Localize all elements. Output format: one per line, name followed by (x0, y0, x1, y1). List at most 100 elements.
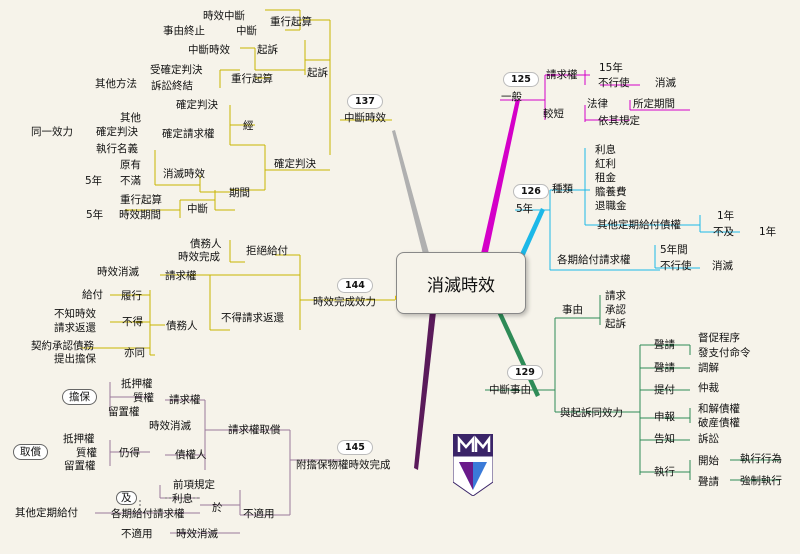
bubble-security: 擔保 (62, 389, 97, 405)
node-lr-20: 執行 (654, 466, 675, 478)
node-l-5: 請求權 (165, 270, 197, 282)
bubble-and: 及 (116, 491, 137, 505)
node-ll-10: 質權 (76, 447, 97, 459)
node-tl-21: 消滅時效 (163, 168, 205, 180)
node-ll-11: 仍得 (119, 447, 140, 459)
node-tl-5: 中斷時效 (188, 44, 230, 56)
bubble-obtain-repayment: 取償 (13, 444, 48, 460)
node-tr-3: 不行使 (598, 77, 630, 89)
node-ll-20: 不適用 (243, 508, 275, 520)
node-lr-4: 起訴 (605, 318, 626, 330)
logo-icon (453, 434, 493, 496)
node-lr-11: 仲裁 (698, 382, 719, 394)
node-ll-13: 留置權 (64, 460, 96, 472)
node-l-12: 請求返還 (54, 322, 96, 334)
node-interruption-2: 中斷事由 (489, 384, 531, 396)
node-lr-2: 事由 (562, 304, 583, 316)
node-tl-19: 確定判決 (274, 158, 316, 170)
node-lr-22: 強制執行 (740, 475, 782, 487)
node-collateral: 附擔保物權時效完成 (296, 459, 391, 471)
node-5years: 5年 (516, 203, 534, 215)
node-lr-18: 開始 (698, 455, 719, 467)
node-tl-16: 確定判決 (96, 126, 138, 138)
node-l-4: 時效消滅 (97, 266, 139, 278)
node-l-3: 時效完成 (178, 251, 220, 263)
badge-144: 144 (337, 278, 373, 293)
node-lr-17: 訴訟 (698, 433, 719, 445)
node-r-11: 5年間 (660, 244, 688, 256)
node-l-9: 不知時效 (54, 308, 96, 320)
node-ll-14: 前項規定 (173, 479, 215, 491)
node-tl-13: 其他 (120, 112, 141, 124)
node-tl-6: 起訴 (257, 44, 278, 56)
node-tr-7: 較短 (543, 108, 564, 120)
node-ll-22: 時效消滅 (176, 528, 218, 540)
node-interruption-1: 中斷時效 (344, 112, 386, 124)
node-ll-1: 抵押權 (121, 378, 153, 390)
node-l-10: 不得 (122, 316, 143, 328)
node-l-11: 債務人 (166, 320, 198, 332)
node-lr-14: 申報 (654, 411, 675, 423)
node-r-4: 租金 (595, 172, 616, 184)
node-l-1: 債務人 (190, 238, 222, 250)
branch-top-right (480, 99, 520, 262)
node-lr-19: 執行行為 (740, 453, 782, 465)
node-ll-19: 各期給付請求權 (111, 508, 185, 520)
node-tl-12: 確定判決 (176, 99, 218, 111)
node-lr-21: 聲請 (698, 476, 719, 488)
node-r-12: 各期給付請求權 (557, 254, 631, 266)
node-lr-15: 破産債權 (698, 417, 740, 429)
node-ll-4: 請求權 (169, 394, 201, 406)
node-r-9: 不及 (713, 226, 734, 238)
node-r-10: 1年 (759, 226, 777, 238)
node-ll-6: 請求權取償 (228, 424, 281, 436)
node-tl-28: 時效期間 (119, 209, 161, 221)
node-lr-6: 聲請 (654, 339, 675, 351)
node-tl-1: 時效中斷 (203, 10, 245, 22)
branch-lower-left (414, 310, 436, 470)
node-lr-9: 調解 (698, 362, 719, 374)
node-tl-18: 執行名義 (96, 143, 138, 155)
node-tl-14: 經 (243, 120, 254, 132)
branch-top-left (392, 130, 432, 266)
badge-125: 125 (503, 72, 539, 87)
node-l-6: 給付 (82, 289, 103, 301)
node-ll-8: 抵押權 (63, 433, 95, 445)
node-general: 一般 (501, 91, 522, 103)
node-lr-8: 聲請 (654, 362, 675, 374)
node-tr-8: 依其規定 (598, 115, 640, 127)
node-r-1: 種類 (552, 183, 573, 195)
node-lr-12: 與起訴同效力 (560, 407, 623, 419)
node-r-13: 不行使 (660, 260, 692, 272)
node-tl-26: 中斷 (187, 203, 208, 215)
central-topic: 消滅時效 (396, 252, 526, 314)
node-tl-23: 不滿 (120, 175, 141, 187)
node-lr-3: 承認 (605, 304, 626, 316)
node-tl-22: 5年 (85, 175, 103, 187)
node-r-6: 退職金 (595, 200, 627, 212)
node-r-14: 消滅 (712, 260, 733, 272)
node-tl-11: 訴訟終結 (151, 80, 193, 92)
node-tl-25: 重行起算 (120, 194, 162, 206)
node-r-5: 贍養費 (595, 186, 627, 198)
node-tl-8: 受確定判決 (150, 64, 203, 76)
badge-145: 145 (337, 440, 373, 455)
node-tl-17: 確定請求權 (162, 128, 215, 140)
node-tr-5: 法律 (587, 98, 608, 110)
node-ll-12: 債權人 (175, 449, 207, 461)
node-tl-27: 5年 (86, 209, 104, 221)
node-ll-17: 於 (212, 502, 223, 514)
node-lr-16: 告知 (654, 433, 675, 445)
node-ll-7: 時效消滅 (149, 420, 191, 432)
node-l-8: 不得請求返還 (221, 312, 284, 324)
node-tl-2: 重行起算 (270, 16, 312, 28)
node-lr-10: 提付 (654, 384, 675, 396)
node-l-15: 提出擔保 (54, 353, 96, 365)
node-ll-16: 利息 (172, 493, 193, 505)
node-l-2: 拒絕給付 (246, 245, 288, 257)
node-tl-7: 起訴 (307, 67, 328, 79)
node-lr-7: 發支付命令 (698, 347, 751, 359)
badge-129: 129 (507, 365, 543, 380)
node-tl-3: 事由終止 (163, 25, 205, 37)
